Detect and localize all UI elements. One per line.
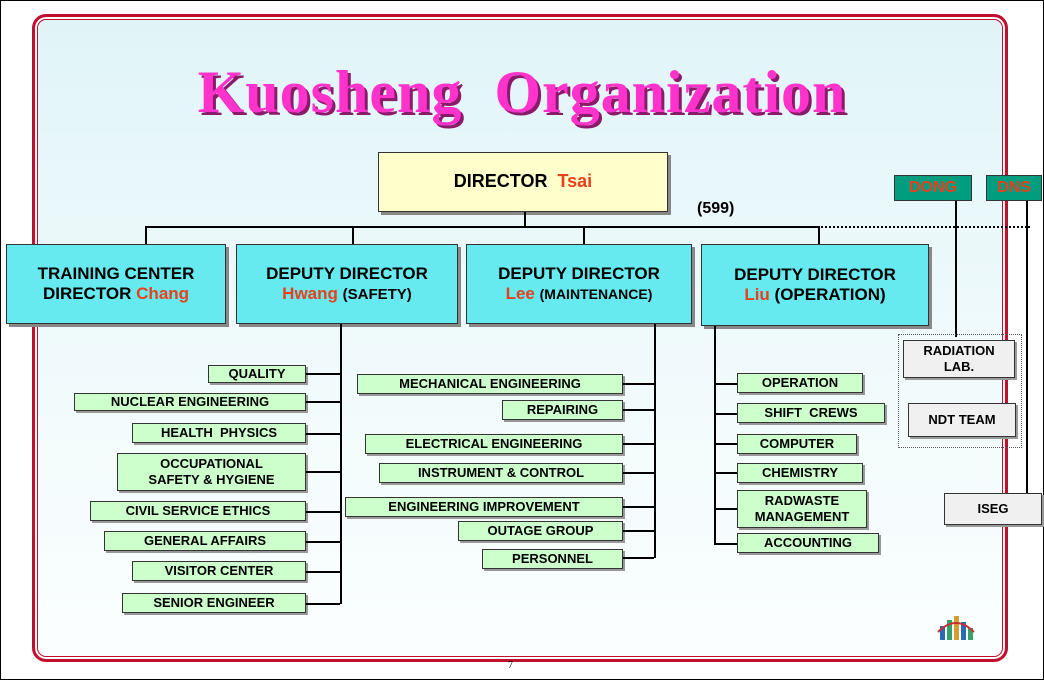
connector-line [306, 511, 340, 513]
unit-radiation-lab: RADIATION LAB. [903, 340, 1015, 378]
deputy-maintenance-line2: Lee (MAINTENANCE) [506, 284, 653, 304]
deputy-maintenance-box: DEPUTY DIRECTOR Lee (MAINTENANCE) [466, 244, 692, 324]
deputy-safety-box: DEPUTY DIRECTOR Hwang (SAFETY) [236, 244, 458, 324]
training-line2: DIRECTOR Chang [43, 284, 189, 304]
unit-outage-group: OUTAGE GROUP [458, 521, 623, 541]
training-director-label: DIRECTOR [42, 284, 132, 303]
unit-electrical-engineering: ELECTRICAL ENGINEERING [365, 434, 623, 454]
unit-mechanical-engineering: MECHANICAL ENGINEERING [357, 374, 623, 394]
unit-ndt-team: NDT TEAM [908, 403, 1016, 437]
staff-count: (599) [697, 200, 735, 217]
connector-line [654, 324, 656, 558]
connector-line [306, 571, 340, 573]
unit-radwaste-text: RADWASTE MANAGEMENT [754, 493, 850, 524]
connector-line [352, 226, 354, 244]
dotted-connector [818, 226, 1030, 228]
deputy-operation-line2: Liu (OPERATION) [744, 285, 885, 305]
deputy-operation-box: DEPUTY DIRECTOR Liu (OPERATION) [701, 244, 929, 326]
connector-line [714, 326, 716, 544]
company-logo [937, 616, 975, 640]
deputy-operation-name: Liu [744, 285, 770, 304]
deputy-maintenance-name: Lee [505, 284, 535, 303]
connector-line [583, 226, 585, 244]
unit-shift-crews: SHIFT CREWS [737, 403, 885, 423]
unit-quality: QUALITY [208, 365, 306, 383]
training-director-name: Chang [136, 284, 190, 303]
connector-line [714, 472, 737, 474]
training-line1: TRAINING CENTER [37, 263, 195, 283]
connector-line [306, 603, 340, 605]
director-box: DIRECTOR Tsai [378, 152, 668, 212]
deputy-safety-name: Hwang [282, 284, 338, 303]
training-center-box: TRAINING CENTER DIRECTOR Chang [6, 244, 226, 324]
director-label-row: DIRECTOR Tsai [454, 171, 592, 193]
deputy-safety-role: (SAFETY) [342, 286, 412, 303]
side-unit-group [898, 334, 1022, 448]
director-label: DIRECTOR [453, 171, 548, 192]
unit-radwaste-management: RADWASTE MANAGEMENT [737, 490, 867, 528]
page-number: 7 [508, 660, 513, 671]
connector-line [623, 530, 654, 532]
connector-line [306, 471, 340, 473]
dong-tag: DONG [894, 175, 972, 201]
connector-line [623, 506, 654, 508]
unit-operation: OPERATION [737, 373, 863, 393]
connector-line [623, 557, 654, 559]
connector-line [145, 226, 818, 228]
connector-line [955, 201, 957, 337]
connector-line [714, 443, 737, 445]
connector-line [306, 373, 340, 375]
connector-line [306, 541, 340, 543]
deputy-safety-title: DEPUTY DIRECTOR [266, 263, 428, 283]
unit-visitor-center: VISITOR CENTER [132, 561, 306, 581]
unit-accounting: ACCOUNTING [737, 533, 879, 553]
unit-radiation-lab-text: RADIATION LAB. [923, 343, 995, 374]
connector-line [623, 443, 654, 445]
connector-line [714, 508, 737, 510]
unit-health-physics: HEALTH PHYSICS [132, 423, 306, 443]
unit-engineering-improvement: ENGINEERING IMPROVEMENT [345, 497, 623, 517]
connector-line [524, 212, 526, 227]
connector-line [714, 383, 737, 385]
unit-occupational-safety-text: OCCUPATIONAL SAFETY & HYGIENE [148, 456, 275, 487]
connector-line [306, 433, 340, 435]
connector-line [818, 226, 820, 244]
deputy-safety-line2: Hwang (SAFETY) [282, 284, 412, 304]
unit-civil-service-ethics: CIVIL SERVICE ETHICS [90, 501, 306, 521]
unit-nuclear-engineering: NUCLEAR ENGINEERING [74, 393, 306, 411]
deputy-operation-title: DEPUTY DIRECTOR [734, 264, 896, 284]
connector-line [340, 324, 342, 604]
connector-line [306, 401, 340, 403]
connector-line [714, 413, 737, 415]
unit-senior-engineer: SENIOR ENGINEER [122, 593, 306, 613]
connector-line [623, 383, 654, 385]
deputy-maintenance-role: (MAINTENANCE) [539, 286, 653, 302]
unit-general-affairs: GENERAL AFFAIRS [104, 531, 306, 551]
dns-tag: DNS [986, 175, 1042, 201]
director-name: Tsai [557, 171, 593, 192]
unit-iseg: ISEG [944, 493, 1042, 525]
deputy-operation-role: (OPERATION) [774, 285, 886, 304]
deputy-maintenance-title: DEPUTY DIRECTOR [498, 263, 660, 283]
unit-repairing: REPAIRING [502, 400, 623, 420]
connector-line [623, 472, 654, 474]
unit-occupational-safety: OCCUPATIONAL SAFETY & HYGIENE [117, 453, 306, 491]
connector-line [623, 409, 654, 411]
connector-line [145, 226, 147, 244]
connector-line [1026, 201, 1028, 499]
unit-computer: COMPUTER [737, 434, 857, 454]
slide-title: Kuosheng Organization [197, 59, 847, 125]
unit-instrument-control: INSTRUMENT & CONTROL [379, 463, 623, 483]
unit-chemistry: CHEMISTRY [737, 463, 863, 483]
unit-personnel: PERSONNEL [482, 549, 623, 569]
connector-line [714, 543, 737, 545]
